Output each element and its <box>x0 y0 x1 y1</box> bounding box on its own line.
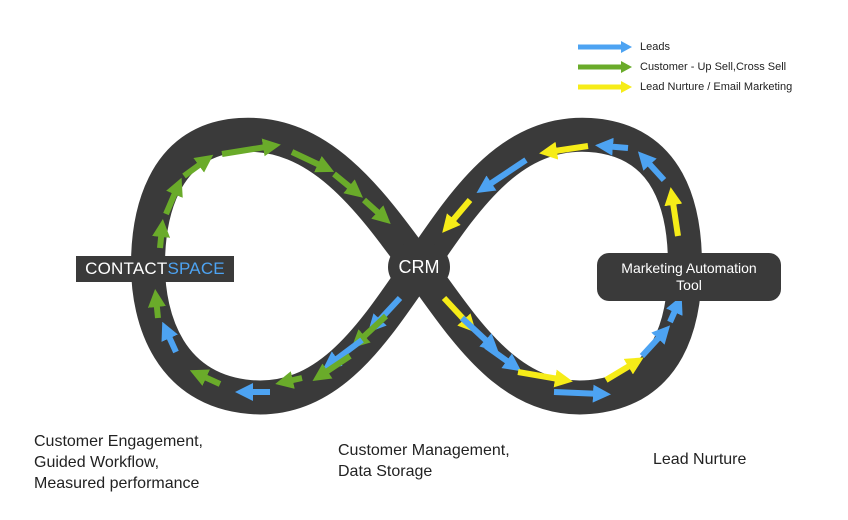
lower-left-arrows <box>147 289 403 401</box>
legend-label: Lead Nurture / Email Marketing <box>640 81 793 93</box>
caption-customer-engagement: Customer Engagement, Guided Workflow, Me… <box>34 431 203 494</box>
caption-line: Customer Management, <box>338 442 510 459</box>
caption-line: Lead Nurture <box>653 451 747 468</box>
caption-line: Guided Workflow, <box>34 454 160 471</box>
legend-label: Customer - Up Sell,Cross Sell <box>640 61 787 73</box>
contactspace-logo-part2: SPACE <box>167 259 225 278</box>
crm-node: CRM <box>388 243 450 291</box>
caption-line: Customer Engagement, <box>34 433 203 450</box>
contactspace-logo-part1: CONTACT <box>85 259 168 278</box>
upper-right-arrows <box>442 137 683 237</box>
yellow-arrow-icon <box>578 81 632 93</box>
green-arrows-left-upper <box>152 138 391 249</box>
caption-line: Data Storage <box>338 463 433 480</box>
marketing-automation-node: Marketing Automation Tool <box>597 253 781 301</box>
crm-label: CRM <box>398 256 440 277</box>
blue-arrow-icon <box>578 41 632 53</box>
mat-label-line2: Tool <box>676 277 702 293</box>
caption-line: Measured performance <box>34 475 200 492</box>
legend-label: Leads <box>640 41 670 53</box>
green-arrow-icon <box>578 61 632 73</box>
lower-right-arrows <box>441 295 683 403</box>
caption-lead-nurture: Lead Nurture <box>653 449 746 470</box>
mat-label-line1: Marketing Automation <box>621 260 757 276</box>
caption-customer-management: Customer Management, Data Storage <box>338 440 510 482</box>
